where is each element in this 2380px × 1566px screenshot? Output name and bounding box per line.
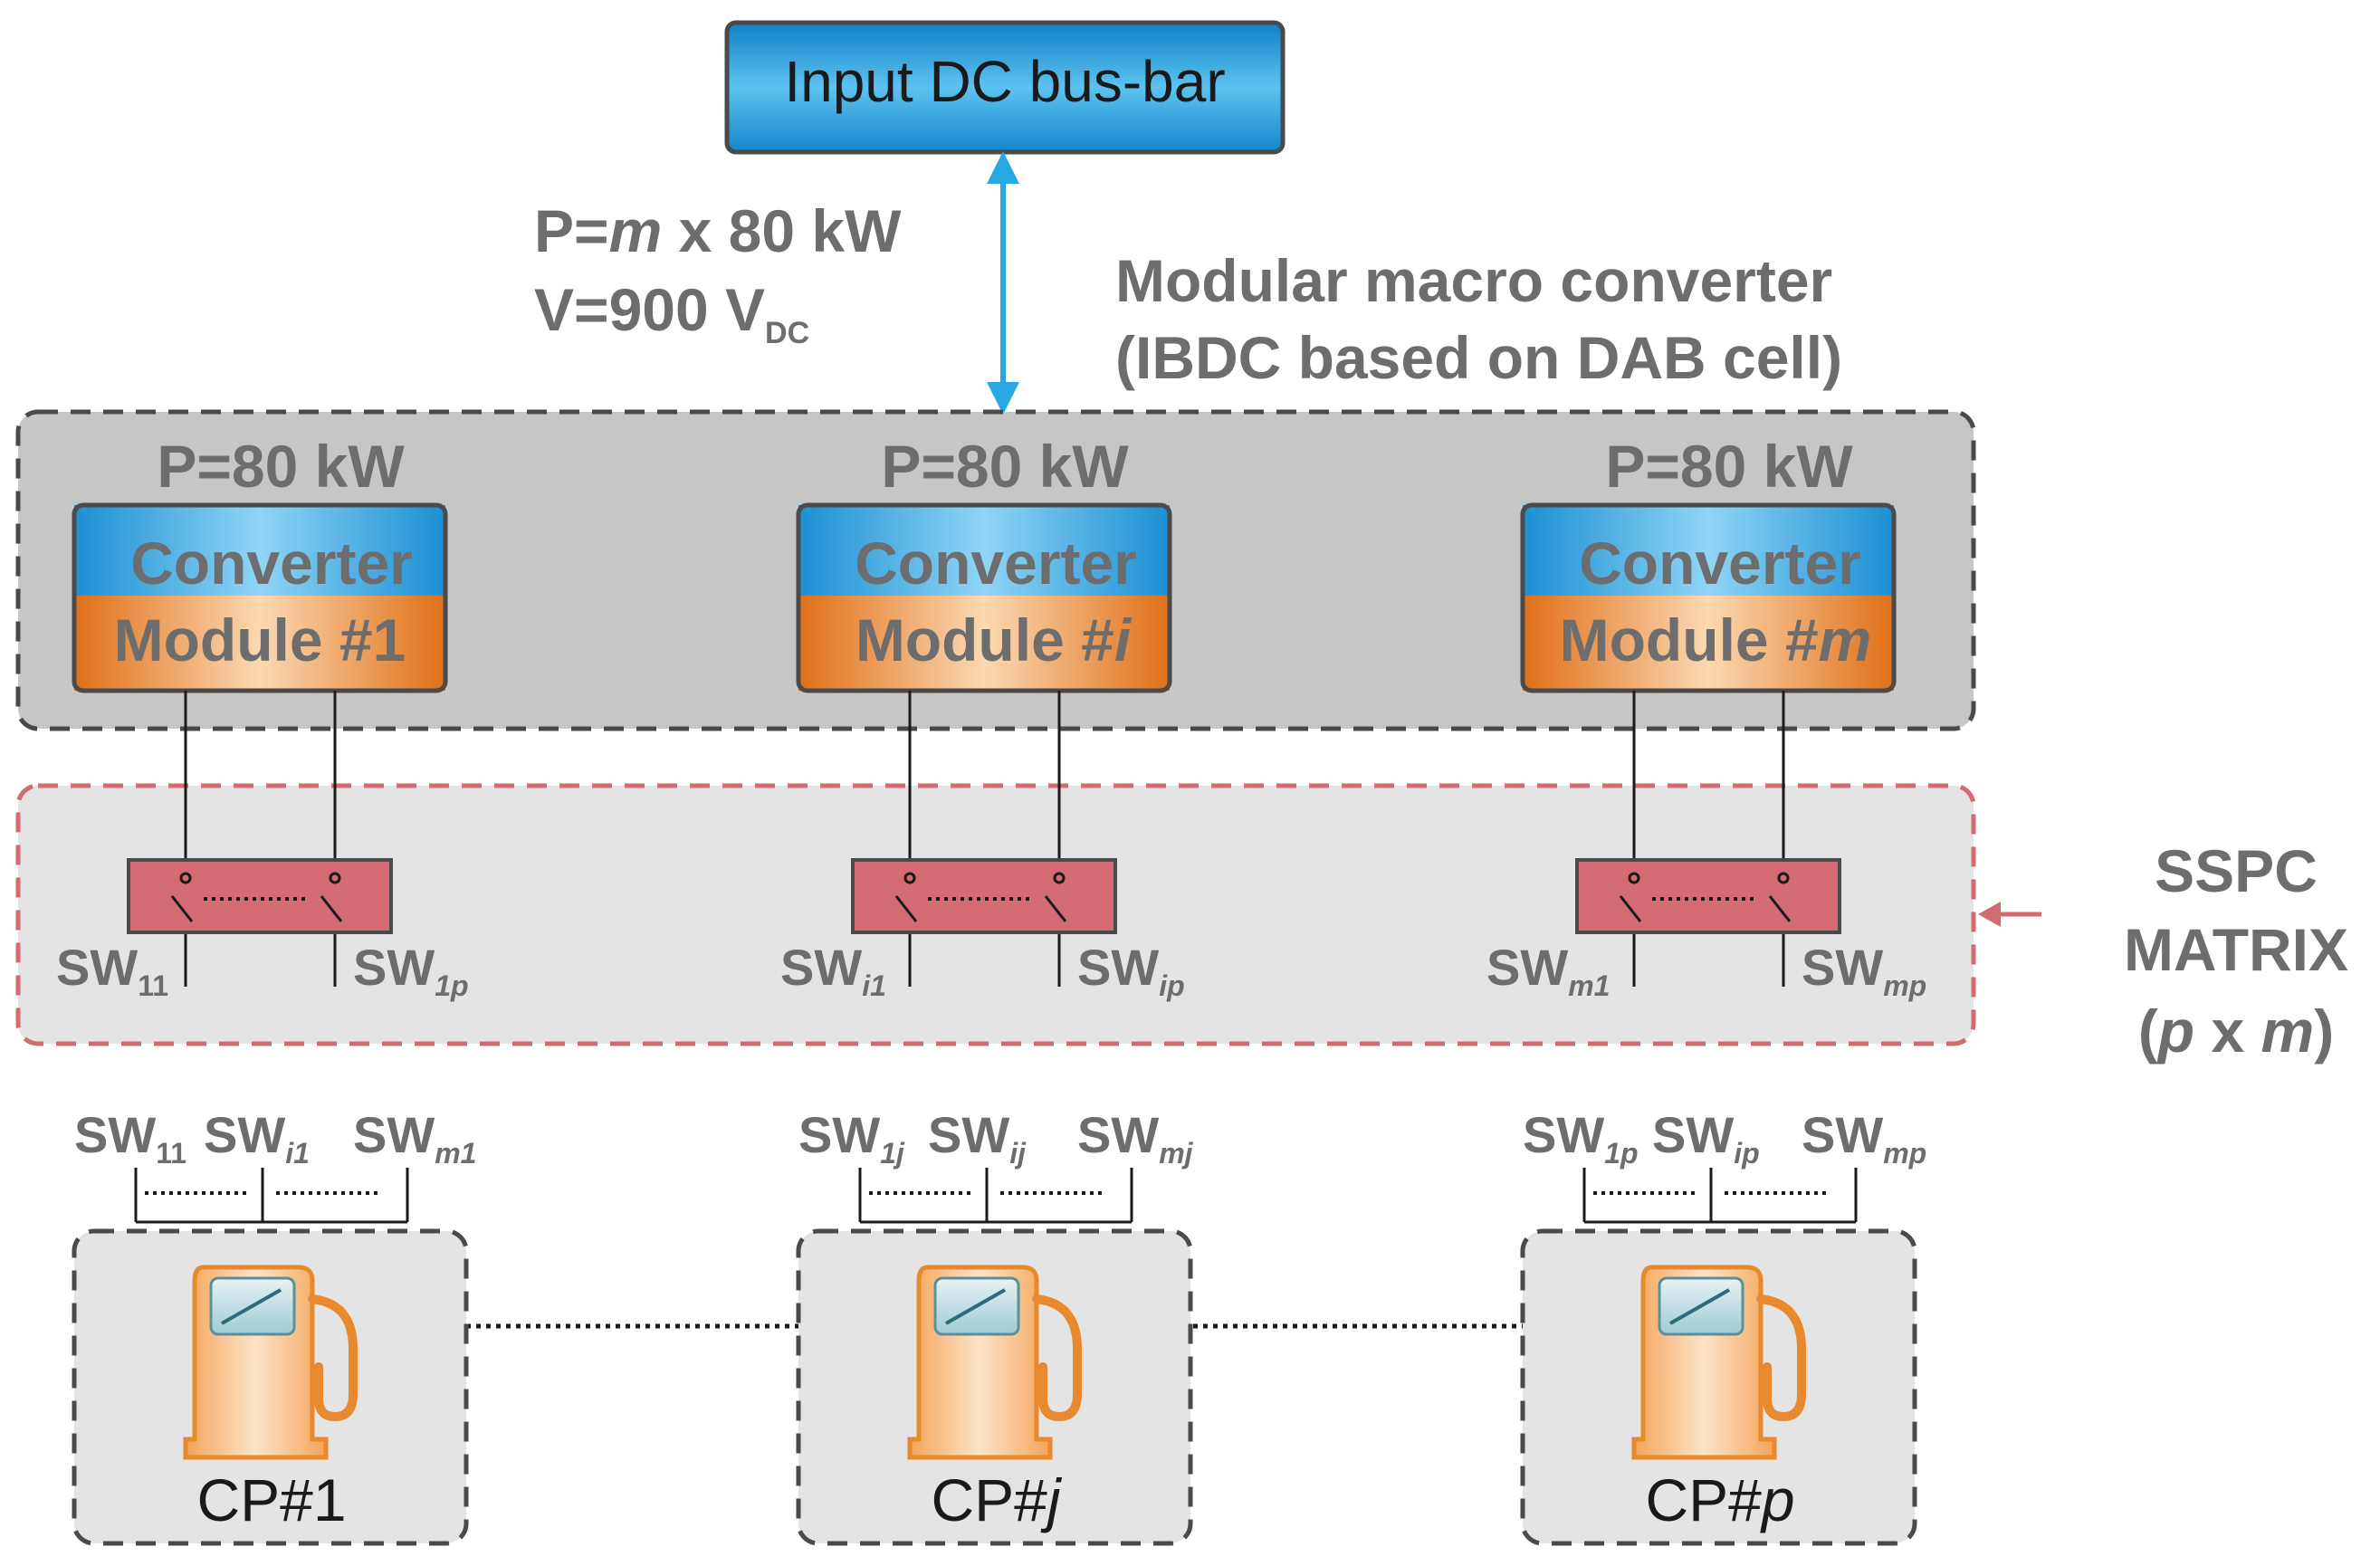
converter-module-1: P=80 kW Converter Module #1 [72,433,448,693]
module-output-wires [184,691,1785,987]
power-rating-label: P=m x 80 kW [534,197,902,264]
converter-module-i: P=80 kW Converter Module #i [796,433,1172,693]
busbar-label: Input DC bus-bar [784,49,1225,114]
module-power-label: P=80 kW [881,433,1129,500]
converter-module-m: P=80 kW Converter Module #m [1520,433,1897,693]
cp-switch-label: SW1j [798,1106,905,1170]
cp-switch-label: SW1p [1523,1106,1639,1170]
sspc-arrowhead [1978,902,2001,927]
cp-switch-label: SWip [1652,1106,1760,1170]
switch-label: SW1p [353,939,469,1002]
module-top-label: Converter [855,530,1137,597]
module-top-label: Converter [130,530,413,597]
switch-label: SWm1 [1486,939,1610,1002]
cp-switch-label: SWm1 [353,1106,476,1170]
charging-point-p: SW1p SWip SWmp CP#p [1520,1106,1926,1546]
switch-labels-row: SW11 SW1p SWi1 SWip SWm1 SWmp [56,939,1926,1002]
sspc-label-line3: (p x m) [2138,998,2334,1065]
cp-switch-label: SWij [928,1106,1027,1170]
charging-point-1: SW11 SWi1 SWm1 CP#1 [72,1106,476,1546]
cp-switch-label: SWmp [1802,1106,1926,1170]
fuel-pump-icon [907,1265,1082,1460]
module-power-label: P=80 kW [157,433,405,500]
switch-label: SW11 [56,939,168,1002]
module-bottom-label: Module #1 [114,606,406,673]
switch-label: SWip [1077,939,1185,1002]
macro-converter-title: Modular macro converter [1115,247,1832,314]
module-bottom-label: Module #m [1560,606,1872,673]
cp-switch-label: SW11 [74,1106,186,1170]
fuel-pump-icon [183,1265,358,1460]
cp-switch-label: SWmj [1077,1106,1194,1170]
cp-switch-label: SWi1 [204,1106,310,1170]
fuel-pump-icon [1631,1265,1806,1460]
switch-block-i [851,858,1117,934]
module-bottom-label: Module #i [855,606,1133,673]
switch-label: SWmp [1802,939,1926,1002]
charging-point-j: SW1j SWij SWmj CP#j [796,1106,1194,1546]
cp-label: CP#1 [196,1466,346,1533]
sspc-label-line1: SSPC [2155,837,2318,904]
module-top-label: Converter [1579,530,1861,597]
cp-label: CP#p [1645,1466,1794,1533]
module-power-label: P=80 kW [1605,433,1853,500]
voltage-rating-label: V=900 VDC [534,276,809,350]
switch-block-1 [127,858,393,934]
switch-label: SWi1 [780,939,886,1002]
macro-converter-subtitle: (IBDC based on DAB cell) [1115,324,1842,391]
switch-block-m [1575,858,1841,934]
cp-label: CP#j [931,1466,1062,1533]
input-dc-busbar: Input DC bus-bar [724,20,1286,155]
sspc-label-line2: MATRIX [2124,916,2348,983]
